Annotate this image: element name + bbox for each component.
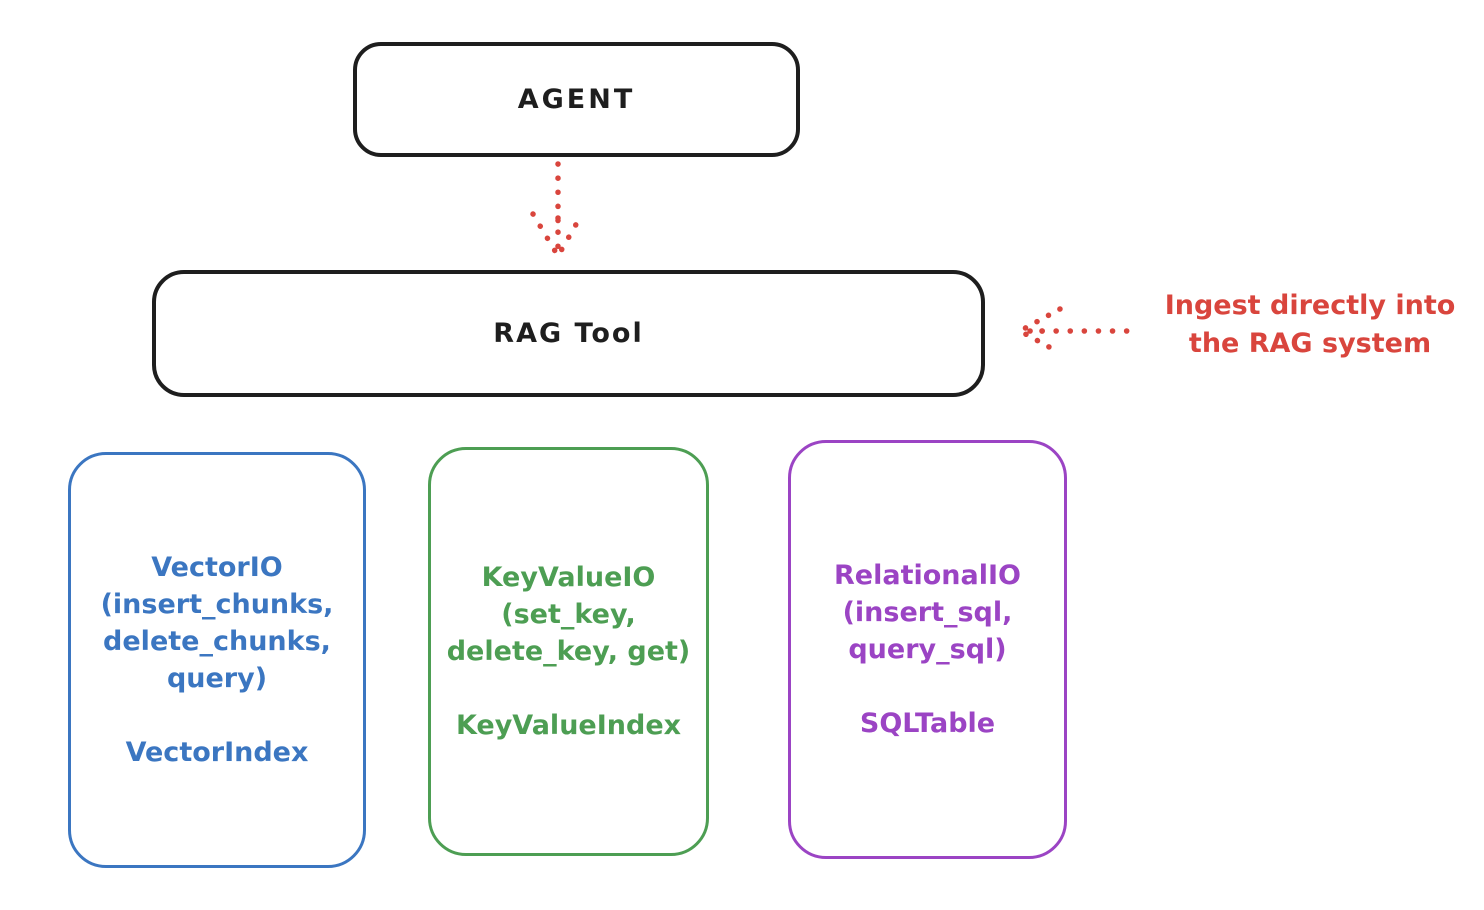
rag-tool-node: RAG Tool bbox=[152, 270, 985, 397]
relational-io-index-label: SQLTable bbox=[859, 708, 996, 739]
agent-node: AGENT bbox=[353, 42, 800, 157]
vector-io-index-label: VectorIndex bbox=[125, 737, 309, 768]
keyvalue-io-title: KeyValueIO (set_key, delete_key, get) bbox=[446, 562, 691, 667]
ingest-annotation: Ingest directly into the RAG system bbox=[1164, 290, 1456, 359]
keyvalue-io-index-label: KeyValueIndex bbox=[455, 710, 682, 741]
relational-io-title: RelationalIO (insert_sql, query_sql) bbox=[834, 560, 1021, 665]
relational-io-node: RelationalIO (insert_sql, query_sql) SQL… bbox=[788, 440, 1067, 859]
keyvalue-io-node: KeyValueIO (set_key, delete_key, get) Ke… bbox=[428, 447, 709, 856]
agent-to-rag-dotted-arrow-icon bbox=[530, 161, 585, 262]
vector-io-title: VectorIO (insert_chunks, delete_chunks, … bbox=[100, 552, 334, 694]
annotation-dotted-arrow-icon bbox=[1014, 306, 1143, 356]
agent-label: AGENT bbox=[517, 84, 636, 115]
rag-tool-label: RAG Tool bbox=[493, 318, 644, 349]
vector-io-node: VectorIO (insert_chunks, delete_chunks, … bbox=[68, 452, 366, 868]
